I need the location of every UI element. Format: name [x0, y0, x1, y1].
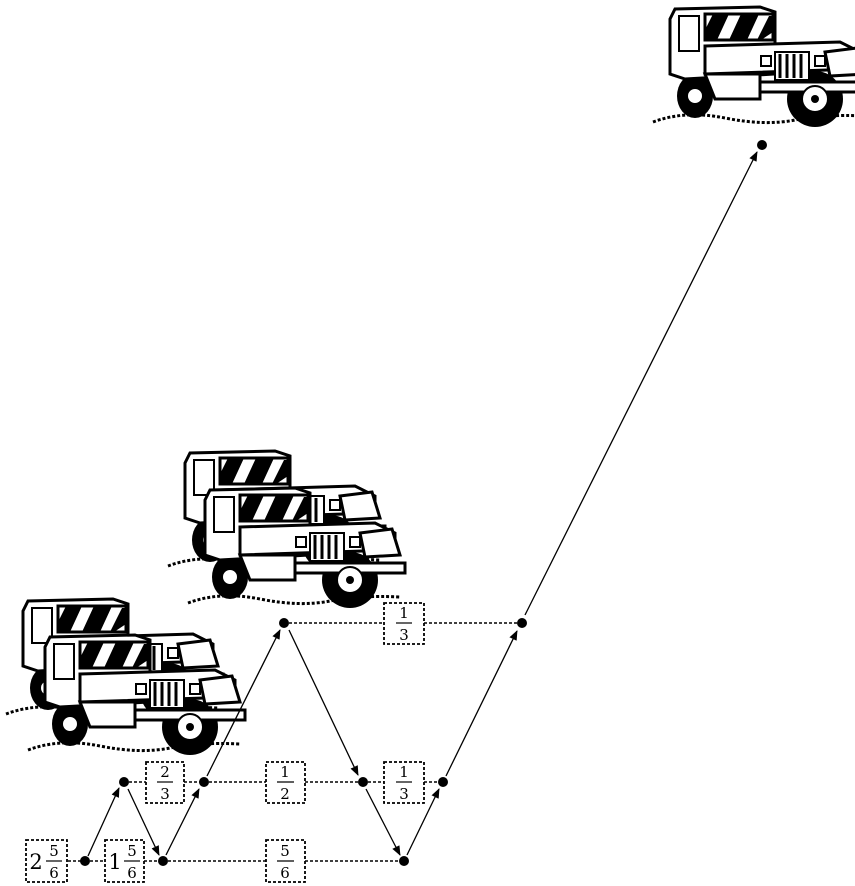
node	[158, 856, 168, 866]
denominator-3: 3	[160, 785, 170, 803]
node	[757, 140, 767, 150]
numerator-1: 1	[399, 763, 409, 781]
numerator-1: 1	[399, 604, 409, 622]
denominator-6: 6	[280, 864, 290, 882]
node	[438, 777, 448, 787]
numerator-5: 5	[280, 842, 290, 860]
denominator-2: 2	[280, 785, 290, 803]
denominator-3: 3	[399, 626, 409, 644]
denominator-6: 6	[127, 864, 137, 882]
node	[517, 618, 527, 628]
numerator-5: 5	[49, 842, 59, 860]
node	[119, 777, 129, 787]
node	[199, 777, 209, 787]
node	[80, 856, 90, 866]
denominator-6: 6	[49, 864, 59, 882]
nodes	[80, 140, 767, 866]
numerator-1: 1	[280, 763, 290, 781]
fraction-bars	[46, 622, 412, 862]
node	[279, 618, 289, 628]
denominator-3: 3	[399, 785, 409, 803]
node	[399, 856, 409, 866]
numerator-5: 5	[127, 842, 137, 860]
numerator-2: 2	[160, 763, 170, 781]
jeep-icon	[651, 5, 855, 129]
whole-number-1: 1	[108, 850, 121, 874]
whole-number-2: 2	[29, 850, 42, 874]
node	[358, 777, 368, 787]
arrows	[87, 151, 758, 857]
